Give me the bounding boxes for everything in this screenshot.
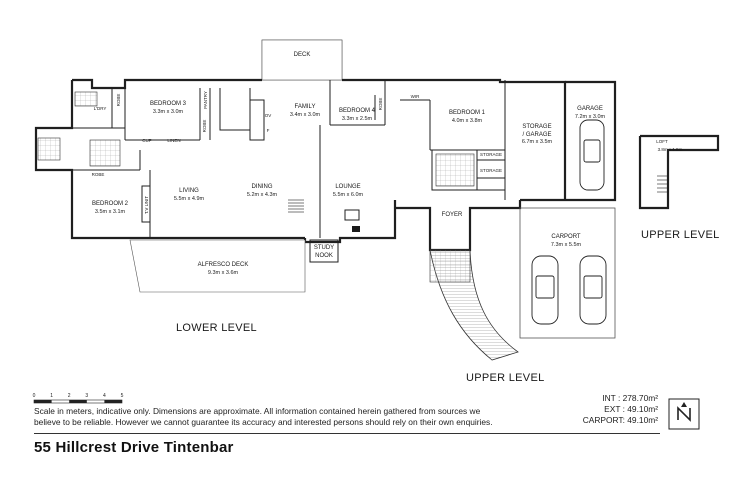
area-summary: INT : 278.70m² EXT : 49.10m² CARPORT: 49… <box>566 393 658 426</box>
bath-fixtures <box>37 91 475 187</box>
room-label-garage: GARAGE <box>577 106 603 112</box>
room-label-robe3: ROBE <box>378 98 383 111</box>
room-label-bedroom1: BEDROOM 1 <box>449 110 486 116</box>
room-label-bedroom2: BEDROOM 2 <box>92 201 129 207</box>
room-label-tv-unit: T.V UNIT <box>144 196 149 215</box>
area-carport: CARPORT: 49.10m² <box>582 415 658 425</box>
room-dim-bedroom3: 3.3m x 3.0m <box>153 109 184 115</box>
property-address: 55 Hillcrest Drive Tintenbar <box>34 439 234 456</box>
main-walls <box>34 78 617 263</box>
room-label-storage2: STORAGE <box>480 168 502 173</box>
room-label-foyer: FOYER <box>442 212 463 218</box>
room-dim-bedroom2: 3.5m x 3.1m <box>95 209 126 215</box>
level-label-upper-loft: UPPER LEVEL <box>641 229 720 241</box>
scale-tick-1: 1 <box>50 393 53 399</box>
room-label-study-2: NOOK <box>315 253 333 259</box>
car-icon <box>531 119 607 325</box>
entry-path <box>429 249 519 361</box>
scale-tick-5: 5 <box>121 393 124 399</box>
room-label-dining: DINING <box>252 184 273 190</box>
level-label-upper-main: UPPER LEVEL <box>466 372 545 384</box>
room-label-alfresco: ALFRESCO DECK <box>198 262 249 268</box>
room-dim-lounge: 5.5m x 6.0m <box>333 192 364 198</box>
level-label-lower: LOWER LEVEL <box>176 322 257 334</box>
room-label-loft: LOFT <box>656 139 668 144</box>
room-label-robe: ROBE <box>116 94 121 107</box>
footer-divider <box>34 433 660 434</box>
scale-tick-0: 0 <box>33 393 36 399</box>
room-label-cup: CUP <box>142 138 152 143</box>
room-dim-garage: 7.2m x 3.0m <box>575 114 606 120</box>
room-label-robe2: ROBE <box>202 120 207 133</box>
room-dim-carport: 7.3m x 5.5m <box>551 242 582 248</box>
room-label-family: FAMILY <box>295 104 316 110</box>
room-dim-loft: 3.8m x 1.5m <box>658 147 683 152</box>
room-label-wir: WIR <box>411 94 420 99</box>
room-dim-family: 3.4m x 3.0m <box>290 112 321 118</box>
room-label-deck: DECK <box>294 52 311 58</box>
room-label-carport: CARPORT <box>551 234 581 240</box>
room-dim-bedroom4: 3.3m x 2.5m <box>342 116 373 122</box>
room-label-fridge: F <box>267 128 270 133</box>
room-label-bedroom3: BEDROOM 3 <box>150 101 187 107</box>
room-label-ov: OV <box>265 113 272 118</box>
room-dim-dining: 5.2m x 4.3m <box>247 192 278 198</box>
carport-area <box>519 207 616 339</box>
scale-tick-4: 4 <box>103 393 106 399</box>
loft-walls <box>638 134 720 210</box>
room-label-storage-garage-2: / GARAGE <box>522 132 551 138</box>
room-dim-storage-garage: 6.7m x 3.5m <box>522 139 553 145</box>
room-label-ldry: L'DRY <box>94 106 107 111</box>
room-label-pantry: PANTRY <box>203 91 208 109</box>
scale-bar: 0 1 2 3 4 5 <box>33 393 124 404</box>
disclaimer-text: Scale in meters, indicative only. Dimens… <box>34 406 574 428</box>
room-label-bedroom4: BEDROOM 4 <box>339 108 376 114</box>
room-dim-living: 5.5m x 4.9m <box>174 196 205 202</box>
room-label-lounge: LOUNGE <box>335 184 360 190</box>
room-dim-alfresco: 9.3m x 3.6m <box>208 270 239 276</box>
area-int: INT : 278.70m² <box>602 393 658 403</box>
room-label-storage1: STORAGE <box>480 152 502 157</box>
scale-tick-2: 2 <box>68 393 71 399</box>
room-label-living: LIVING <box>179 188 199 194</box>
alfresco-deck <box>129 239 306 293</box>
room-label-linen: LINEN <box>167 138 180 143</box>
room-label-storage-garage-1: STORAGE <box>522 124 551 130</box>
room-label-study-1: STUDY <box>314 245 334 251</box>
disclaimer-line-2: believe to be reliable. However we canno… <box>34 417 493 427</box>
room-dim-bedroom1: 4.0m x 3.8m <box>452 118 483 124</box>
disclaimer-line-1: Scale in meters, indicative only. Dimens… <box>34 406 481 416</box>
area-ext: EXT : 49.10m² <box>604 404 658 414</box>
north-arrow-icon <box>668 398 700 430</box>
room-label-robe4: ROBE <box>92 172 105 177</box>
scale-tick-3: 3 <box>85 393 88 399</box>
